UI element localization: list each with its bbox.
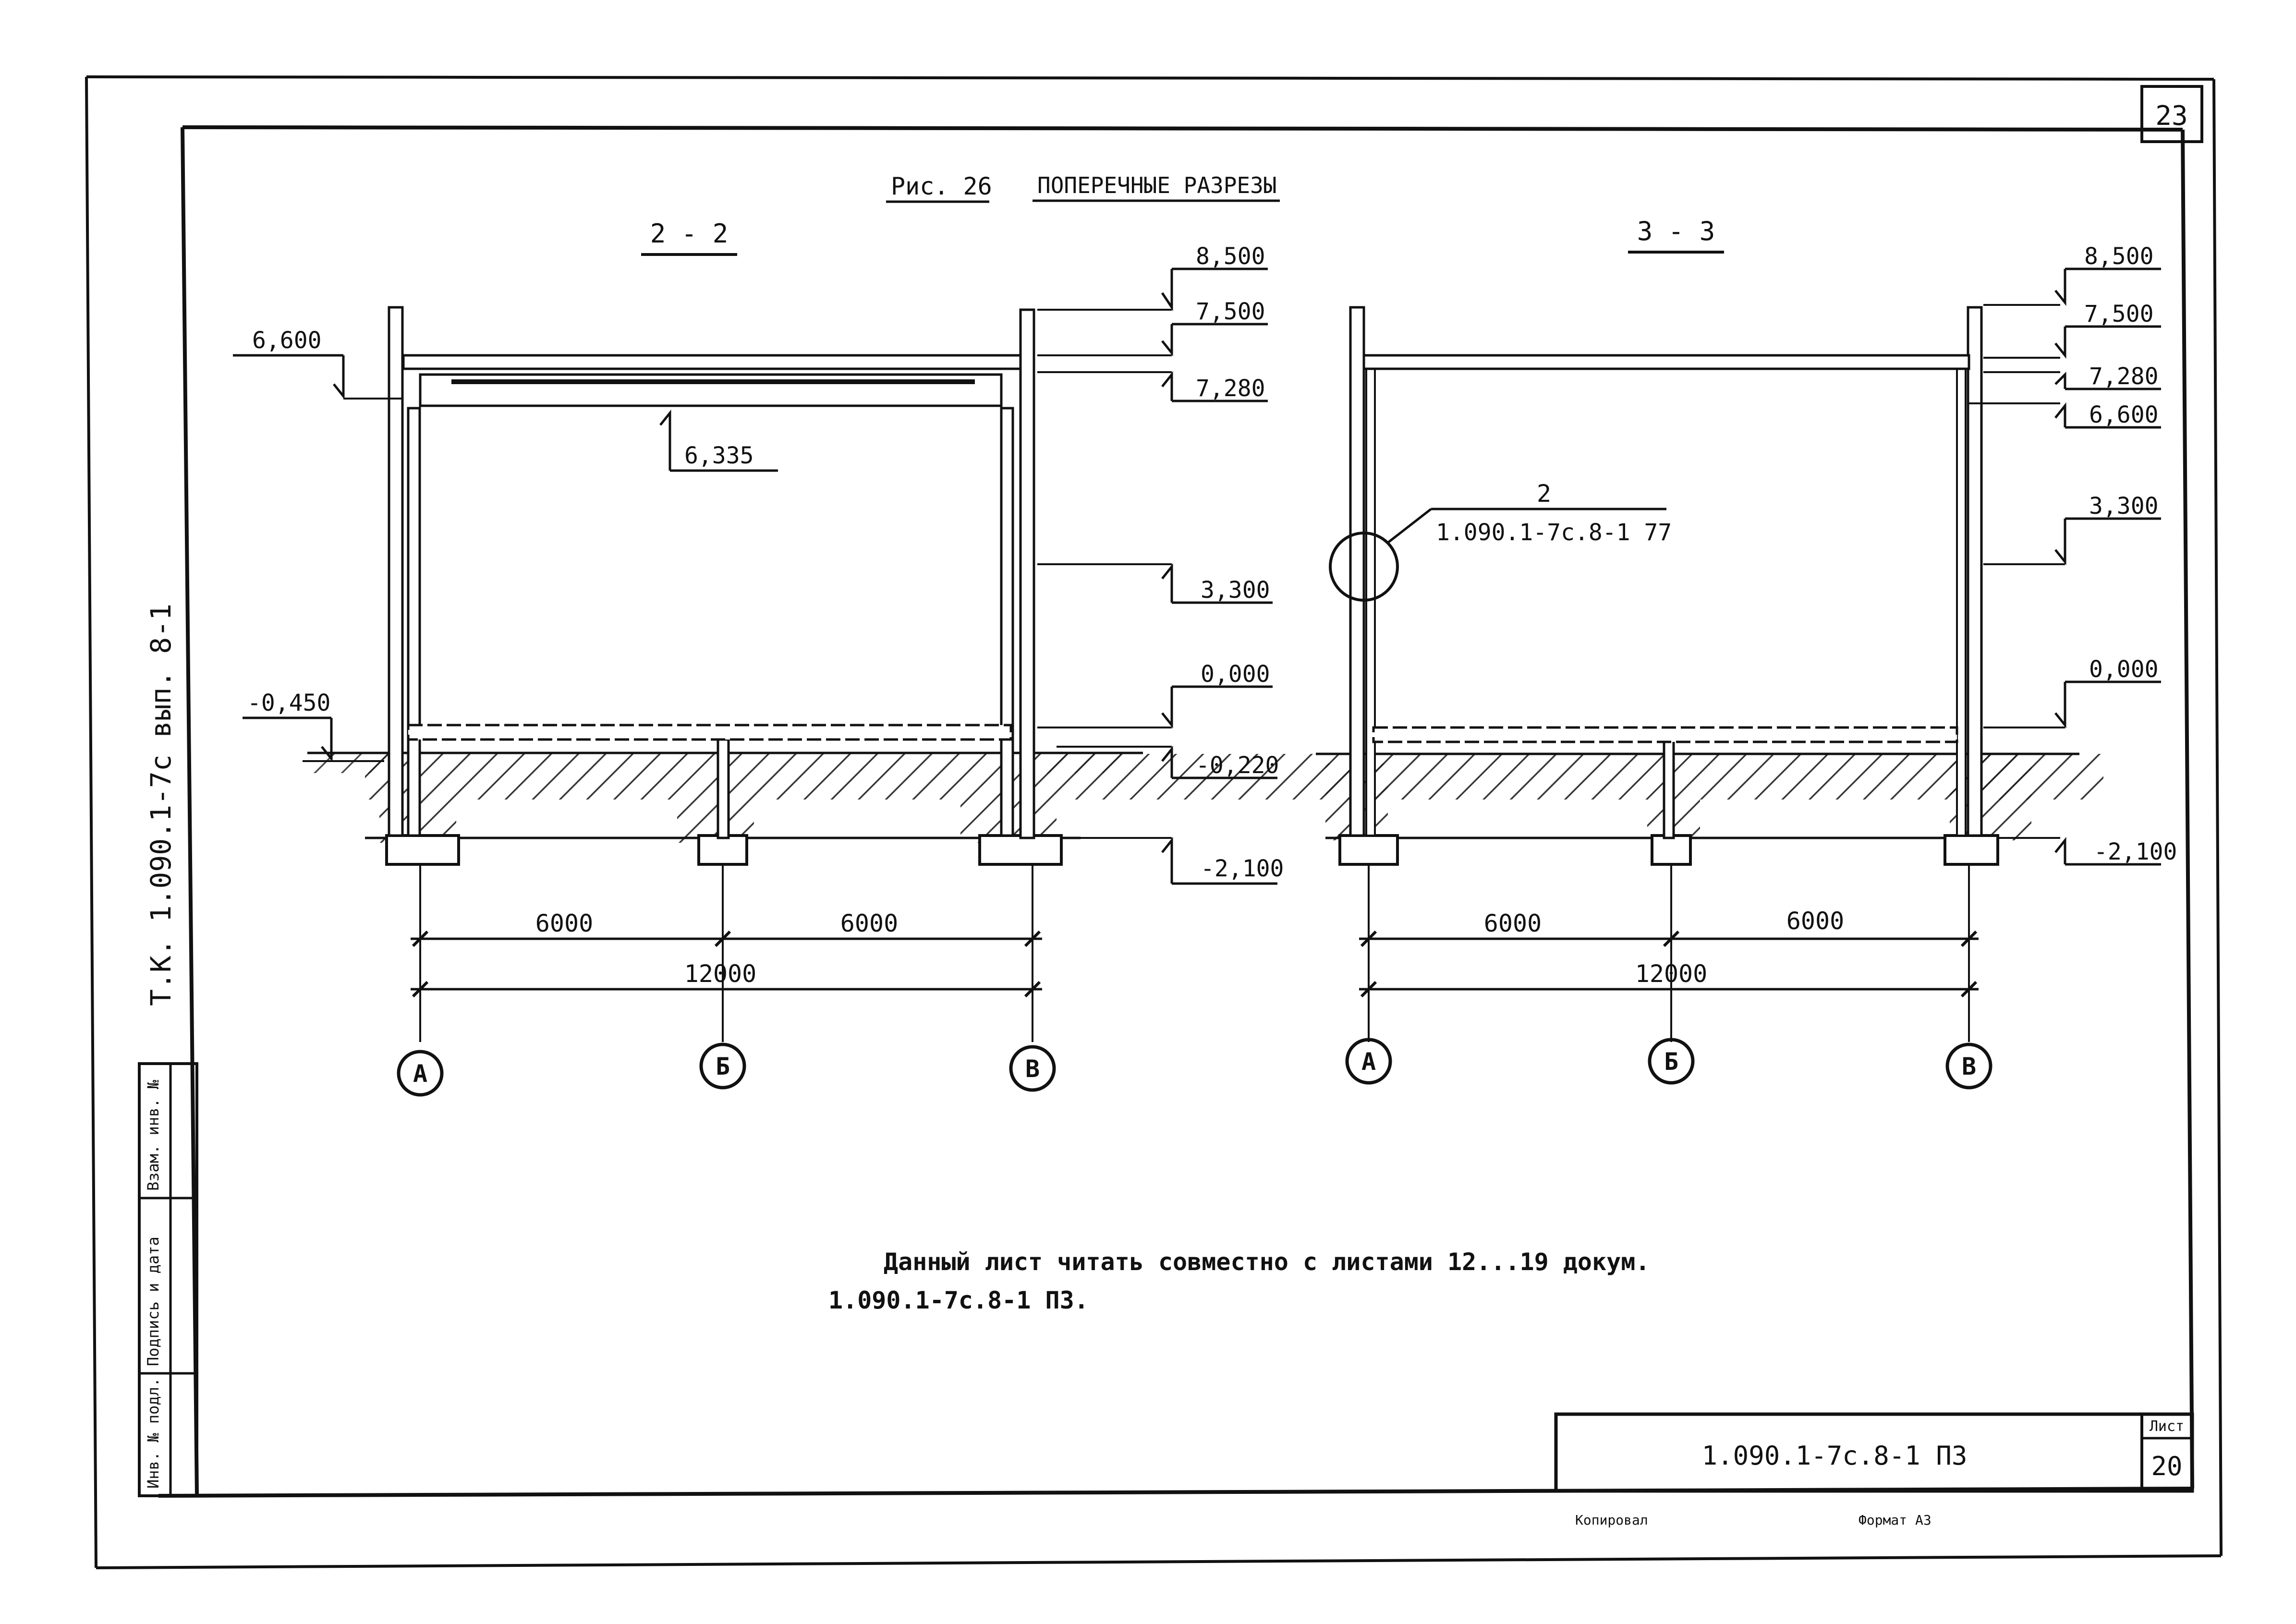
wall-v-left	[1019, 308, 1035, 839]
elev-m045-left: -0,450	[247, 690, 330, 716]
elev-m210-right: -2,100	[2094, 838, 2177, 865]
axis-a-right: А	[1361, 1048, 1376, 1076]
note-line-2: 1.090.1-7с.8-1 ПЗ.	[828, 1286, 1089, 1314]
axis-v-left: В	[1025, 1055, 1040, 1083]
foundation-v-right	[1944, 834, 1999, 866]
wall-v-right	[1967, 306, 1983, 837]
elev-750-left: 7,500	[1196, 298, 1265, 325]
roof-slab-left	[402, 354, 1022, 370]
axis-bubbles-left: А Б В	[397, 1042, 1056, 1097]
dim-right-span-2: 6000	[1786, 907, 1844, 935]
elev-660-right: 6,600	[2089, 401, 2159, 428]
dim-left-span-1: 6000	[535, 909, 593, 937]
elev-6335-left: 6,335	[684, 442, 754, 469]
note-line-1: Данный лист читать совместно с листами 1…	[884, 1248, 1650, 1276]
title-block-code: 1.090.1-7с.8-1 ПЗ	[1702, 1441, 1968, 1471]
side-label: Т.К. 1.090.1-7с вып. 8-1	[145, 604, 177, 1006]
elevations-right: 8,500 7,500 7,280 6,600 3,300 0,000	[1969, 243, 2177, 866]
elev-728-right: 7,280	[2089, 363, 2159, 390]
section-left-title: 2 - 2	[650, 218, 729, 249]
figure-subtitle: ПОПЕРЕЧНЫЕ РАЗРЕЗЫ	[1037, 172, 1277, 198]
column-b-right	[1663, 738, 1675, 839]
dimensions-left: 6000 6000 12000	[411, 864, 1042, 1042]
callout-number: 2	[1537, 480, 1551, 508]
floor-slab-left	[407, 724, 1012, 741]
top-sheet-number: 23	[2155, 100, 2187, 132]
format-label: Формат А3	[1859, 1512, 1932, 1528]
dim-right-span-1: 6000	[1484, 909, 1542, 937]
outer-frame	[85, 75, 2223, 1569]
section-right: 3 - 3 2 1.090.1-7с.8-1 7	[1316, 216, 2177, 1090]
elev-750-right: 7,500	[2084, 301, 2154, 327]
axis-b-left: Б	[716, 1053, 730, 1080]
elev-728-left: 7,280	[1196, 375, 1265, 402]
column-v-left	[1000, 407, 1014, 837]
axis-bubbles-right: А Б В	[1345, 1038, 1992, 1090]
detail-callout: 2 1.090.1-7с.8-1 77	[1329, 480, 1672, 602]
elev-330-left: 3,300	[1201, 577, 1270, 604]
roof-beam-left	[419, 373, 1003, 407]
wall-a-left	[388, 306, 404, 837]
section-left: 2 - 2 8,500	[233, 218, 1364, 1097]
foundation-b-right	[1651, 834, 1692, 866]
elev-660-left: 6,600	[252, 327, 322, 354]
axis-v-right: В	[1962, 1053, 1976, 1080]
elevations-left: 8,500 7,500 7,280 3,300 0,000 -0,220	[1037, 243, 1284, 885]
stamp-sign-label: Подпись и дата	[144, 1236, 162, 1366]
figure-title: Рис. 26	[891, 172, 992, 200]
elev-m210-left: -2,100	[1201, 855, 1284, 882]
elev-000-right: 0,000	[2089, 656, 2159, 683]
top-sheet-number-box: 23	[2140, 85, 2203, 143]
stamp-replace-label: Взам. инв. №	[144, 1079, 162, 1191]
foundation-a-right	[1338, 834, 1399, 866]
copied-label: Копировал	[1575, 1512, 1648, 1528]
roof-slab-right	[1362, 354, 1970, 370]
ground-hatch-right	[1325, 754, 2103, 840]
foundation-a-left	[385, 834, 460, 866]
elev-000-left: 0,000	[1201, 661, 1270, 688]
column-a-left	[407, 407, 421, 837]
column-b-left	[717, 738, 730, 839]
floor-slab-right	[1372, 726, 1958, 743]
section-right-title: 3 - 3	[1637, 216, 1715, 246]
axis-a-left: А	[413, 1060, 427, 1088]
stamp-inv-label: Инв. № подл.	[144, 1378, 162, 1489]
elev-850-right: 8,500	[2084, 243, 2154, 270]
dimensions-right: 6000 6000 12000	[1359, 864, 1979, 1042]
column-v-right	[1956, 364, 1967, 836]
sheet-number: 20	[2151, 1451, 2182, 1481]
foundation-b-left	[697, 834, 748, 866]
elevations-left-inner: 6,600 6,335 -0,450	[233, 327, 778, 763]
wall-a-right	[1349, 306, 1365, 837]
elev-m022-left: -0,220	[1196, 752, 1279, 779]
sheet-label: Лист	[2150, 1418, 2184, 1435]
elev-850-left: 8,500	[1196, 243, 1265, 270]
dim-left-span-2: 6000	[840, 909, 898, 937]
elev-330-right: 3,300	[2089, 493, 2159, 520]
inner-frame	[158, 125, 2194, 1498]
axis-b-right: Б	[1664, 1048, 1678, 1076]
callout-ref: 1.090.1-7с.8-1 77	[1436, 519, 1672, 546]
dim-left-total: 12000	[684, 960, 757, 988]
dim-right-total: 12000	[1635, 960, 1708, 988]
foundation-v-left	[978, 834, 1063, 866]
side-stamp: Инв. № подл. Подпись и дата Взам. инв. №	[138, 1062, 198, 1497]
title-block: 1.090.1-7с.8-1 ПЗ Лист 20	[1554, 1412, 2194, 1493]
